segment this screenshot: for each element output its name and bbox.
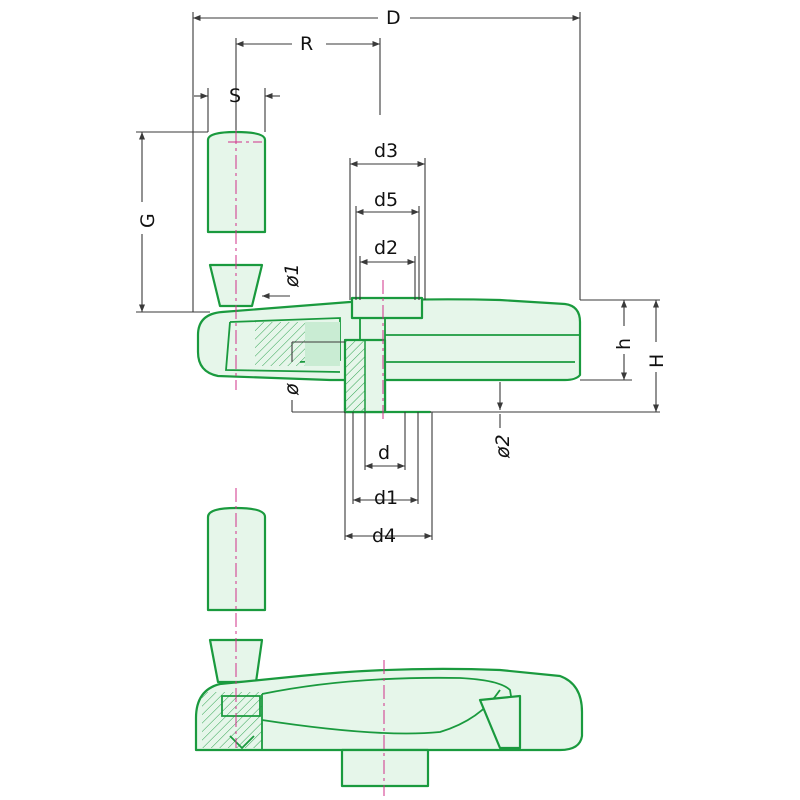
label-phi: ø bbox=[281, 383, 303, 396]
top-view: D R S G bbox=[136, 7, 668, 547]
dimension-d1: d1 bbox=[352, 412, 419, 509]
dimension-S: S bbox=[194, 85, 280, 132]
dimension-d3: d3 bbox=[349, 140, 426, 300]
label-d5: d5 bbox=[374, 189, 398, 211]
label-G: G bbox=[137, 213, 159, 228]
handwheel-body-bottom bbox=[194, 667, 584, 788]
dimension-phi: ø bbox=[281, 341, 345, 413]
dimension-d: d bbox=[364, 412, 406, 470]
label-h: h bbox=[613, 338, 635, 350]
label-R: R bbox=[300, 33, 313, 55]
dimension-d2: d2 bbox=[359, 237, 416, 300]
label-d4: d4 bbox=[372, 525, 396, 547]
label-S: S bbox=[229, 85, 241, 107]
dimension-d4: d4 bbox=[344, 412, 433, 547]
handwheel-body-section bbox=[196, 296, 582, 414]
label-phi1: ø1 bbox=[281, 263, 303, 288]
dimension-phi2: ø2 bbox=[492, 382, 514, 459]
dimension-D: D bbox=[192, 7, 581, 312]
dimension-R: R bbox=[235, 33, 381, 130]
label-phi2: ø2 bbox=[492, 434, 514, 459]
label-H: H bbox=[646, 354, 668, 368]
bottom-view bbox=[194, 488, 584, 796]
dimension-G: G bbox=[136, 131, 210, 313]
dimension-phi1: ø1 bbox=[262, 263, 303, 300]
label-d3: d3 bbox=[374, 140, 398, 162]
label-d: d bbox=[378, 442, 390, 464]
label-D: D bbox=[386, 7, 401, 29]
label-d1: d1 bbox=[374, 487, 398, 509]
dimension-d5: d5 bbox=[355, 189, 420, 300]
dimension-h: h bbox=[580, 299, 635, 381]
dimension-H: H bbox=[430, 299, 668, 413]
label-d2: d2 bbox=[374, 237, 398, 259]
